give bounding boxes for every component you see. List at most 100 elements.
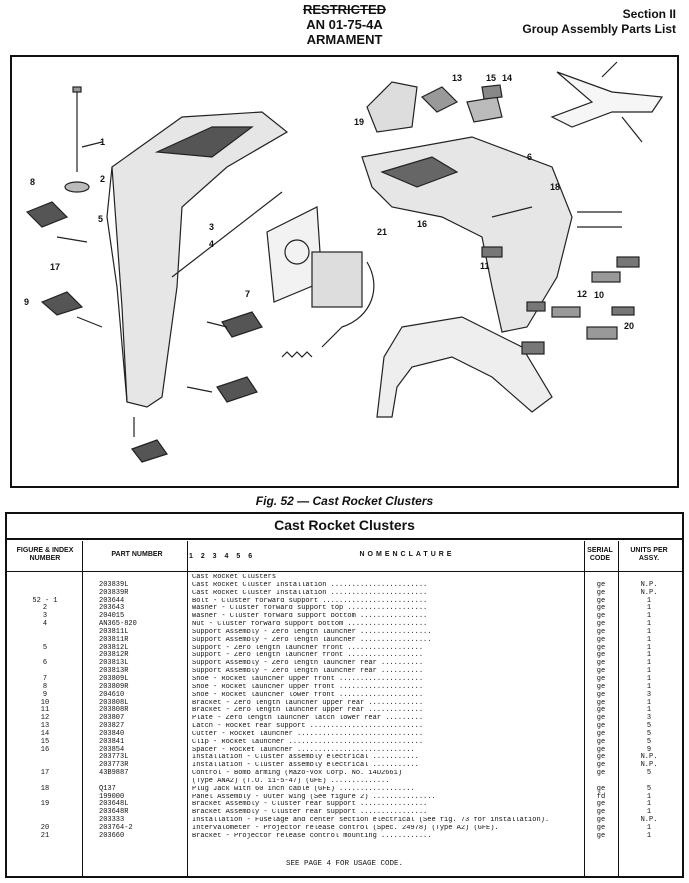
units-cell: 1 [646, 620, 652, 629]
section-header: Section II Group Assembly Parts List [522, 7, 676, 37]
document-category: ARMAMENT [306, 32, 383, 47]
part-number-cell: 203333 [99, 816, 125, 825]
nomenclature-cell: Shoe - Rocket launcher upper front .....… [192, 683, 424, 691]
nomenclature-cell: Intervalometer - Projector release contr… [192, 825, 499, 832]
part-number-cell: 203773L [99, 753, 129, 762]
nomenclature-cell: Bracket Assembly - Cluster rear support … [192, 801, 428, 809]
nomenclature-cell: Latch - Rocket rear support ............… [192, 723, 424, 731]
part-number-cell: 203773R [99, 761, 129, 770]
figure-caption: Fig. 52 — Cast Rocket Clusters [255, 494, 434, 508]
restricted-marking: RESTRICTED [302, 2, 387, 17]
figure-index-cell: 21 [40, 831, 50, 840]
nomenclature-cell: Cast Rocket Cluster Installation .......… [192, 589, 428, 597]
section-subtitle: Group Assembly Parts List [522, 22, 676, 36]
callout-17: 17 [50, 262, 60, 272]
usage-code-note: SEE PAGE 4 FOR USAGE CODE. [285, 860, 404, 868]
units-cell: N.P. [640, 753, 658, 762]
part-number-cell: 203854 [99, 745, 125, 754]
serial-code-cell: ge [596, 627, 606, 636]
part-number-cell: 203812L [99, 643, 129, 652]
units-cell: N.P. [640, 761, 658, 770]
part-number-cell: 203841 [99, 737, 125, 746]
nomenclature-cell: Plug Jack with 60 inch cable (GFE) .....… [192, 785, 415, 793]
part-number-cell: 203808R [99, 706, 129, 715]
figure-index-cell: 18 [40, 784, 50, 793]
part-number-cell: 203809R [99, 682, 129, 691]
table-row: 203773L Installation - Cluster assembly … [7, 754, 682, 762]
table-row: 203839R Cast Rocket Cluster Installation … [7, 588, 682, 598]
table-row: 8 203809R Shoe - Rocket launcher upper fr… [7, 682, 682, 692]
table-row: (Type ANA2) (T.O. 11-5-47) (GFE) .......… [7, 778, 682, 786]
part-number-cell: 203809L [99, 674, 129, 683]
part-number-cell: 203644 [99, 596, 125, 605]
nomenclature-cell: Bracket - Zero length launcher upper rea… [192, 707, 424, 715]
callout-14: 14 [502, 73, 512, 83]
part-number-cell: 203660 [99, 831, 125, 840]
figure-index-cell: 13 [40, 722, 50, 731]
nomenclature-cell: (Type ANA2) (T.O. 11-5-47) (GFE) .......… [192, 777, 390, 785]
part-number-cell: 203808L [99, 698, 129, 707]
serial-code-cell: ge [596, 722, 606, 731]
serial-code-cell: ge [596, 824, 606, 832]
units-cell: 1 [646, 667, 652, 676]
callout-8: 8 [30, 177, 35, 187]
units-cell: 1 [646, 604, 652, 613]
table-row: 203812R Support - Zero length launcher f… [7, 652, 682, 660]
callout-1: 1 [100, 137, 105, 147]
column-headers: FIGURE & INDEX NUMBER PART NUMBER 1 2 3 … [7, 541, 682, 571]
figure-index-cell: 17 [40, 769, 50, 778]
units-cell: N.P. [640, 580, 658, 589]
nomenclature-cell: Bolt - Cluster forward support .........… [192, 597, 428, 605]
nomenclature-cell: Plate - Zero length launcher latch lower… [192, 715, 424, 723]
part-number-cell: 203811L [99, 627, 129, 636]
nomenclature-cell: Installation - Fuselage and center secti… [192, 817, 550, 825]
col-head-part: PART NUMBER [111, 551, 163, 558]
table-row: 203773R Installation - Cluster assembly … [7, 761, 682, 770]
serial-code-cell: ge [596, 690, 606, 699]
units-cell: 1 [646, 808, 652, 817]
exploded-view-figure: 1 2 3 4 5 6 7 8 9 10 11 12 13 14 15 16 1… [10, 55, 679, 488]
callout-11: 11 [480, 261, 490, 271]
table-row: 203333 Installation - Fuselage and center… [7, 816, 682, 825]
figure-index-cell: 4 [42, 620, 48, 629]
serial-code-cell: ge [596, 620, 606, 629]
title-divider [7, 538, 682, 540]
units-cell: N.P. [640, 588, 658, 597]
serial-code-cell: ge [596, 635, 606, 644]
serial-code-cell: ge [596, 659, 606, 668]
units-cell: 1 [646, 792, 652, 801]
figure-index-cell: 8 [42, 682, 48, 691]
serial-code-cell: ge [596, 682, 606, 691]
part-number-cell: 203813L [99, 659, 129, 668]
serial-code-cell: ge [596, 674, 606, 683]
nomenclature-cell: Support Assembly - Zero length launcher … [192, 660, 424, 668]
callout-5: 5 [98, 214, 103, 224]
part-number-cell: 203839R [99, 588, 129, 597]
part-number-cell: Q137 [99, 784, 116, 793]
table-row: 203648R Bracket Assembly - Cluster rear … [7, 808, 682, 817]
units-cell: 5 [646, 729, 652, 738]
part-number-cell: AN365-820 [99, 620, 137, 629]
callout-6: 6 [527, 152, 532, 162]
figure-index-cell: 15 [40, 737, 50, 746]
figure-index-cell: 12 [40, 714, 50, 723]
serial-code-cell: ge [596, 596, 606, 605]
callout-13: 13 [452, 73, 462, 83]
part-number-cell: 204610 [99, 690, 125, 699]
part-number-cell: 204015 [99, 612, 125, 621]
units-cell: 1 [646, 831, 652, 840]
serial-code-cell: ge [596, 784, 606, 793]
col-head-units: UNITS PER ASSY. [630, 547, 668, 562]
part-number-cell: 203648L [99, 800, 129, 809]
